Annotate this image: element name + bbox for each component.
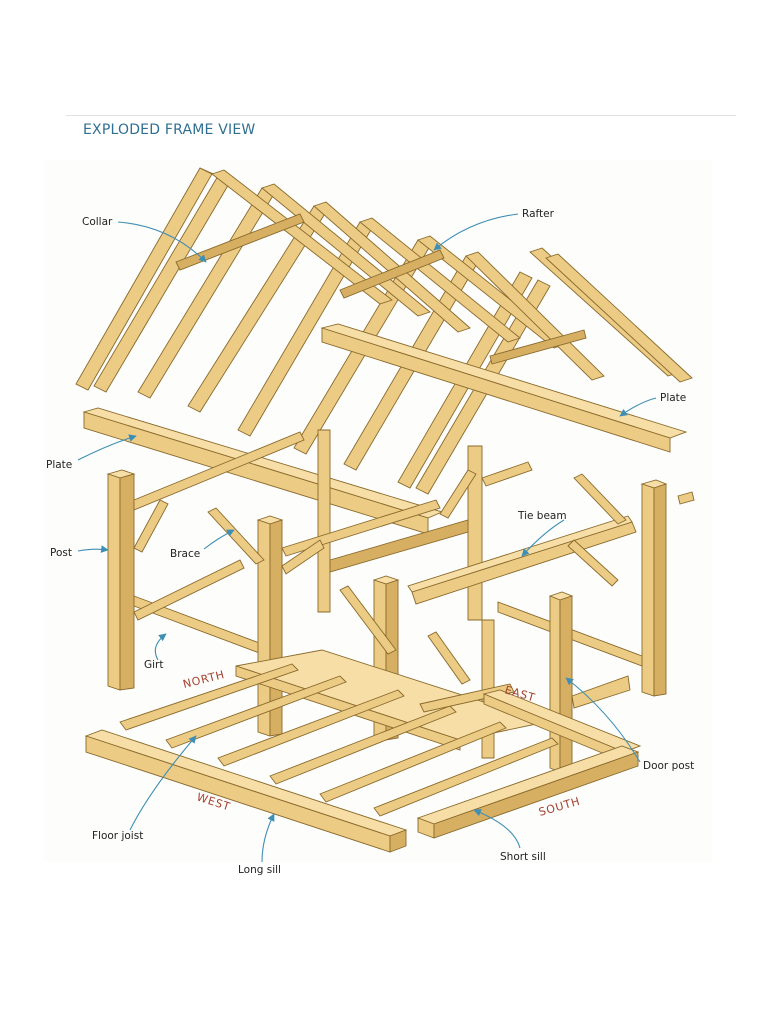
rafter-back <box>359 217 521 343</box>
label-girt: Girt <box>144 659 164 671</box>
plate-right-leader <box>619 397 657 417</box>
brace <box>439 469 477 519</box>
rafter <box>75 167 213 391</box>
floor-joist <box>373 737 559 817</box>
floor-joist-leader <box>129 735 197 831</box>
label-brace: Brace <box>170 548 200 560</box>
label-plate-right: Plate <box>660 392 686 404</box>
floor-frame <box>84 649 642 853</box>
post-right <box>641 483 655 697</box>
brace <box>281 539 325 575</box>
brace <box>207 507 265 565</box>
right-wall <box>407 473 695 697</box>
collar <box>489 329 587 365</box>
floor-joist <box>119 663 299 731</box>
label-plate-left: Plate <box>46 459 72 471</box>
label-long-sill: Long sill <box>238 864 281 876</box>
joist-end <box>571 675 631 709</box>
leader-lines <box>77 213 657 863</box>
labels: Collar Rafter Plate Plate Tie beam Post … <box>46 208 694 876</box>
post-leader <box>77 545 109 553</box>
door-post-leader <box>565 677 641 763</box>
girt <box>329 519 469 573</box>
floor-joist <box>165 675 347 749</box>
floor-joist <box>269 705 457 785</box>
rafter-back <box>211 169 393 305</box>
brace <box>339 585 397 655</box>
tie-beam-leader <box>521 519 565 557</box>
tie-left <box>133 431 305 511</box>
label-north: NORTH <box>182 668 227 691</box>
plate-right <box>320 323 688 453</box>
left-wall <box>106 431 305 691</box>
brace <box>567 539 619 587</box>
brace <box>573 473 627 525</box>
peg <box>677 491 695 505</box>
rafter-leader <box>433 213 519 251</box>
brace-left <box>133 499 169 553</box>
brace <box>481 461 533 487</box>
label-rafter: Rafter <box>522 208 555 220</box>
joist-short <box>419 683 515 713</box>
post <box>317 429 331 613</box>
girt-lower <box>133 559 245 621</box>
collar <box>339 249 445 299</box>
rafter-back <box>465 251 605 381</box>
girt-leader <box>154 633 167 661</box>
collar <box>175 213 305 271</box>
label-door-post: Door post <box>643 760 694 772</box>
short-sill-leader <box>473 809 521 849</box>
collar-leader <box>117 221 207 263</box>
plate-left-leader <box>77 434 137 461</box>
rafter-back <box>261 183 431 317</box>
page-title: EXPLODED FRAME VIEW <box>83 122 256 138</box>
brace <box>427 631 471 685</box>
brace-leader <box>203 529 235 550</box>
header-rule <box>66 115 736 116</box>
rafter-back <box>545 253 693 383</box>
rafters <box>75 167 693 495</box>
rafter-back <box>313 201 471 333</box>
label-floor-joist: Floor joist <box>92 830 143 842</box>
floor-joist <box>217 689 405 767</box>
floor-joist <box>319 721 507 803</box>
label-tie-beam: Tie beam <box>517 510 567 522</box>
back-frame <box>317 429 533 621</box>
label-short-sill: Short sill <box>500 851 546 863</box>
label-collar: Collar <box>82 216 113 228</box>
post-left <box>107 473 121 691</box>
label-post: Post <box>50 547 72 559</box>
long-sill-leader <box>261 813 275 863</box>
